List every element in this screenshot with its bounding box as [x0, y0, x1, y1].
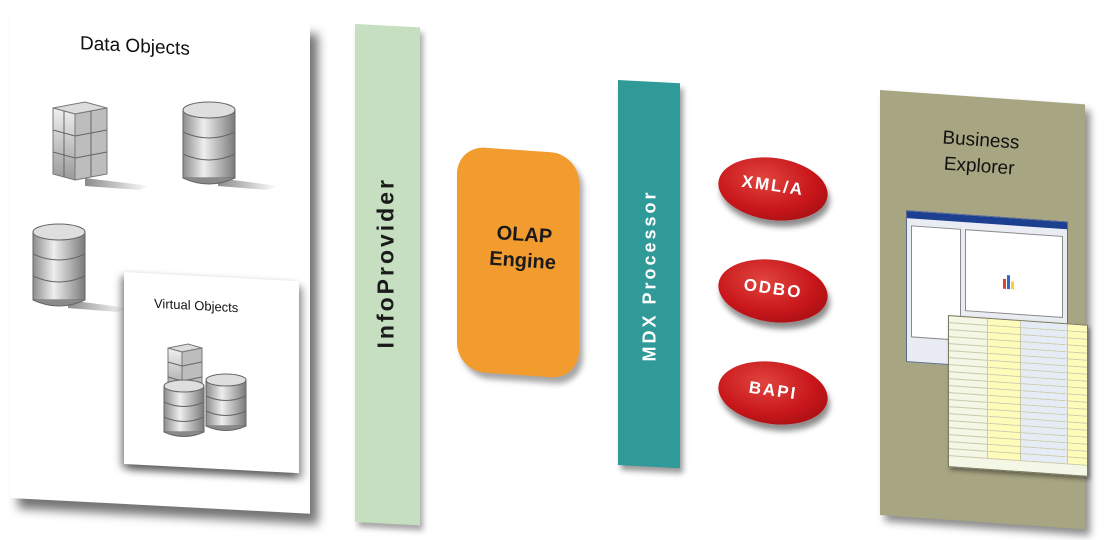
bar-chart-icon	[1003, 275, 1014, 290]
report-screenshot-icon	[906, 210, 1068, 374]
infoprovider-label: InfoProvider	[372, 177, 399, 349]
olap-engine-label: OLAP Engine	[474, 219, 572, 278]
database-icon	[32, 223, 128, 312]
database-icon	[163, 379, 205, 437]
report-table-graphic	[948, 315, 1088, 477]
mdx-processor-label: MDX Processor	[639, 189, 660, 362]
infocube-icon	[52, 101, 150, 190]
business-explorer-title: Business Explorer	[903, 123, 1056, 185]
database-icon	[205, 373, 247, 431]
database-icon	[182, 101, 278, 190]
